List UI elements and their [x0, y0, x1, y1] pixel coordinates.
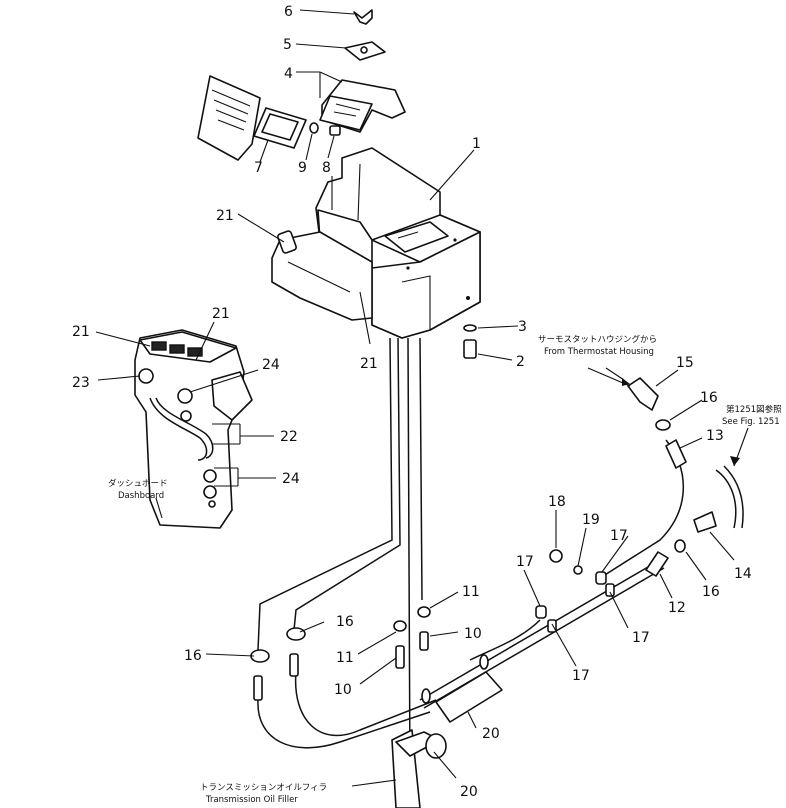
callout-21a: 21 [216, 208, 234, 224]
callout-20b: 20 [460, 784, 478, 800]
note-transmission-jp: トランスミッションオイルフィラ [200, 783, 327, 793]
wing-nut [353, 9, 373, 25]
callout-13: 13 [706, 428, 724, 444]
meter-gauge [253, 107, 307, 149]
callout-5: 5 [283, 37, 292, 53]
washer-bolt-right [463, 324, 477, 359]
callout-numbers: 6 5 4 1 7 9 8 21 21 3 2 21 21 23 24 22 2… [72, 4, 752, 800]
pipe-clamps [535, 549, 615, 633]
callout-17c: 17 [516, 554, 534, 570]
note-dashboard-jp: ダッシュボード [108, 478, 168, 489]
callout-21b: 21 [360, 356, 378, 372]
callout-16d: 16 [184, 648, 202, 664]
callout-24a: 24 [262, 357, 280, 373]
callout-10b: 10 [334, 682, 352, 698]
callout-23: 23 [72, 375, 90, 391]
callout-14: 14 [734, 566, 752, 582]
callout-17b: 17 [610, 528, 628, 544]
callout-3: 3 [518, 319, 527, 335]
side-panel [197, 75, 261, 161]
callout-18: 18 [548, 494, 566, 510]
annotation-notes: サーモスタットハウジングから From Thermostat Housing 第… [108, 334, 782, 805]
control-box [315, 147, 481, 339]
note-transmission-en: Transmission Oil Filler [205, 795, 298, 805]
callout-4: 4 [284, 66, 293, 82]
note-fig-jp: 第1251図参照 [726, 404, 782, 415]
callout-24b: 24 [282, 471, 300, 487]
washer-and-bolt [309, 122, 341, 136]
callout-9: 9 [298, 160, 307, 176]
callout-16b: 16 [702, 584, 720, 600]
note-thermostat-en: From Thermostat Housing [544, 347, 654, 357]
callout-11b: 11 [336, 650, 354, 666]
dashboard-assembly [134, 329, 253, 529]
callout-16a: 16 [700, 390, 718, 406]
lower-hose-parts [250, 606, 431, 701]
lower-console-panel [271, 230, 373, 321]
note-thermostat-jp: サーモスタットハウジングから [538, 334, 657, 345]
callout-17a: 17 [632, 630, 650, 646]
callout-8: 8 [322, 160, 331, 176]
callout-15: 15 [676, 355, 694, 371]
callout-19: 19 [582, 512, 600, 528]
leader-lines [95, 9, 749, 787]
callout-10a: 10 [464, 626, 482, 642]
callout-12: 12 [668, 600, 686, 616]
hose-clamps [395, 654, 503, 759]
callout-7: 7 [254, 160, 263, 176]
callout-22: 22 [280, 429, 298, 445]
callout-21c: 21 [72, 324, 90, 340]
right-fittings [627, 377, 717, 577]
callout-6: 6 [284, 4, 293, 20]
callout-2: 2 [516, 354, 525, 370]
note-dashboard-en: Dashboard [118, 491, 164, 501]
cover-plate [319, 79, 406, 133]
note-fig-en: See Fig. 1251 [722, 417, 780, 427]
heater-hoses [257, 337, 744, 808]
callout-21d: 21 [212, 306, 230, 322]
callout-16c: 16 [336, 614, 354, 630]
retaining-plate [344, 41, 386, 61]
callout-17d: 17 [572, 668, 590, 684]
callout-1: 1 [472, 136, 481, 152]
callout-20a: 20 [482, 726, 500, 742]
callout-11a: 11 [462, 584, 480, 600]
